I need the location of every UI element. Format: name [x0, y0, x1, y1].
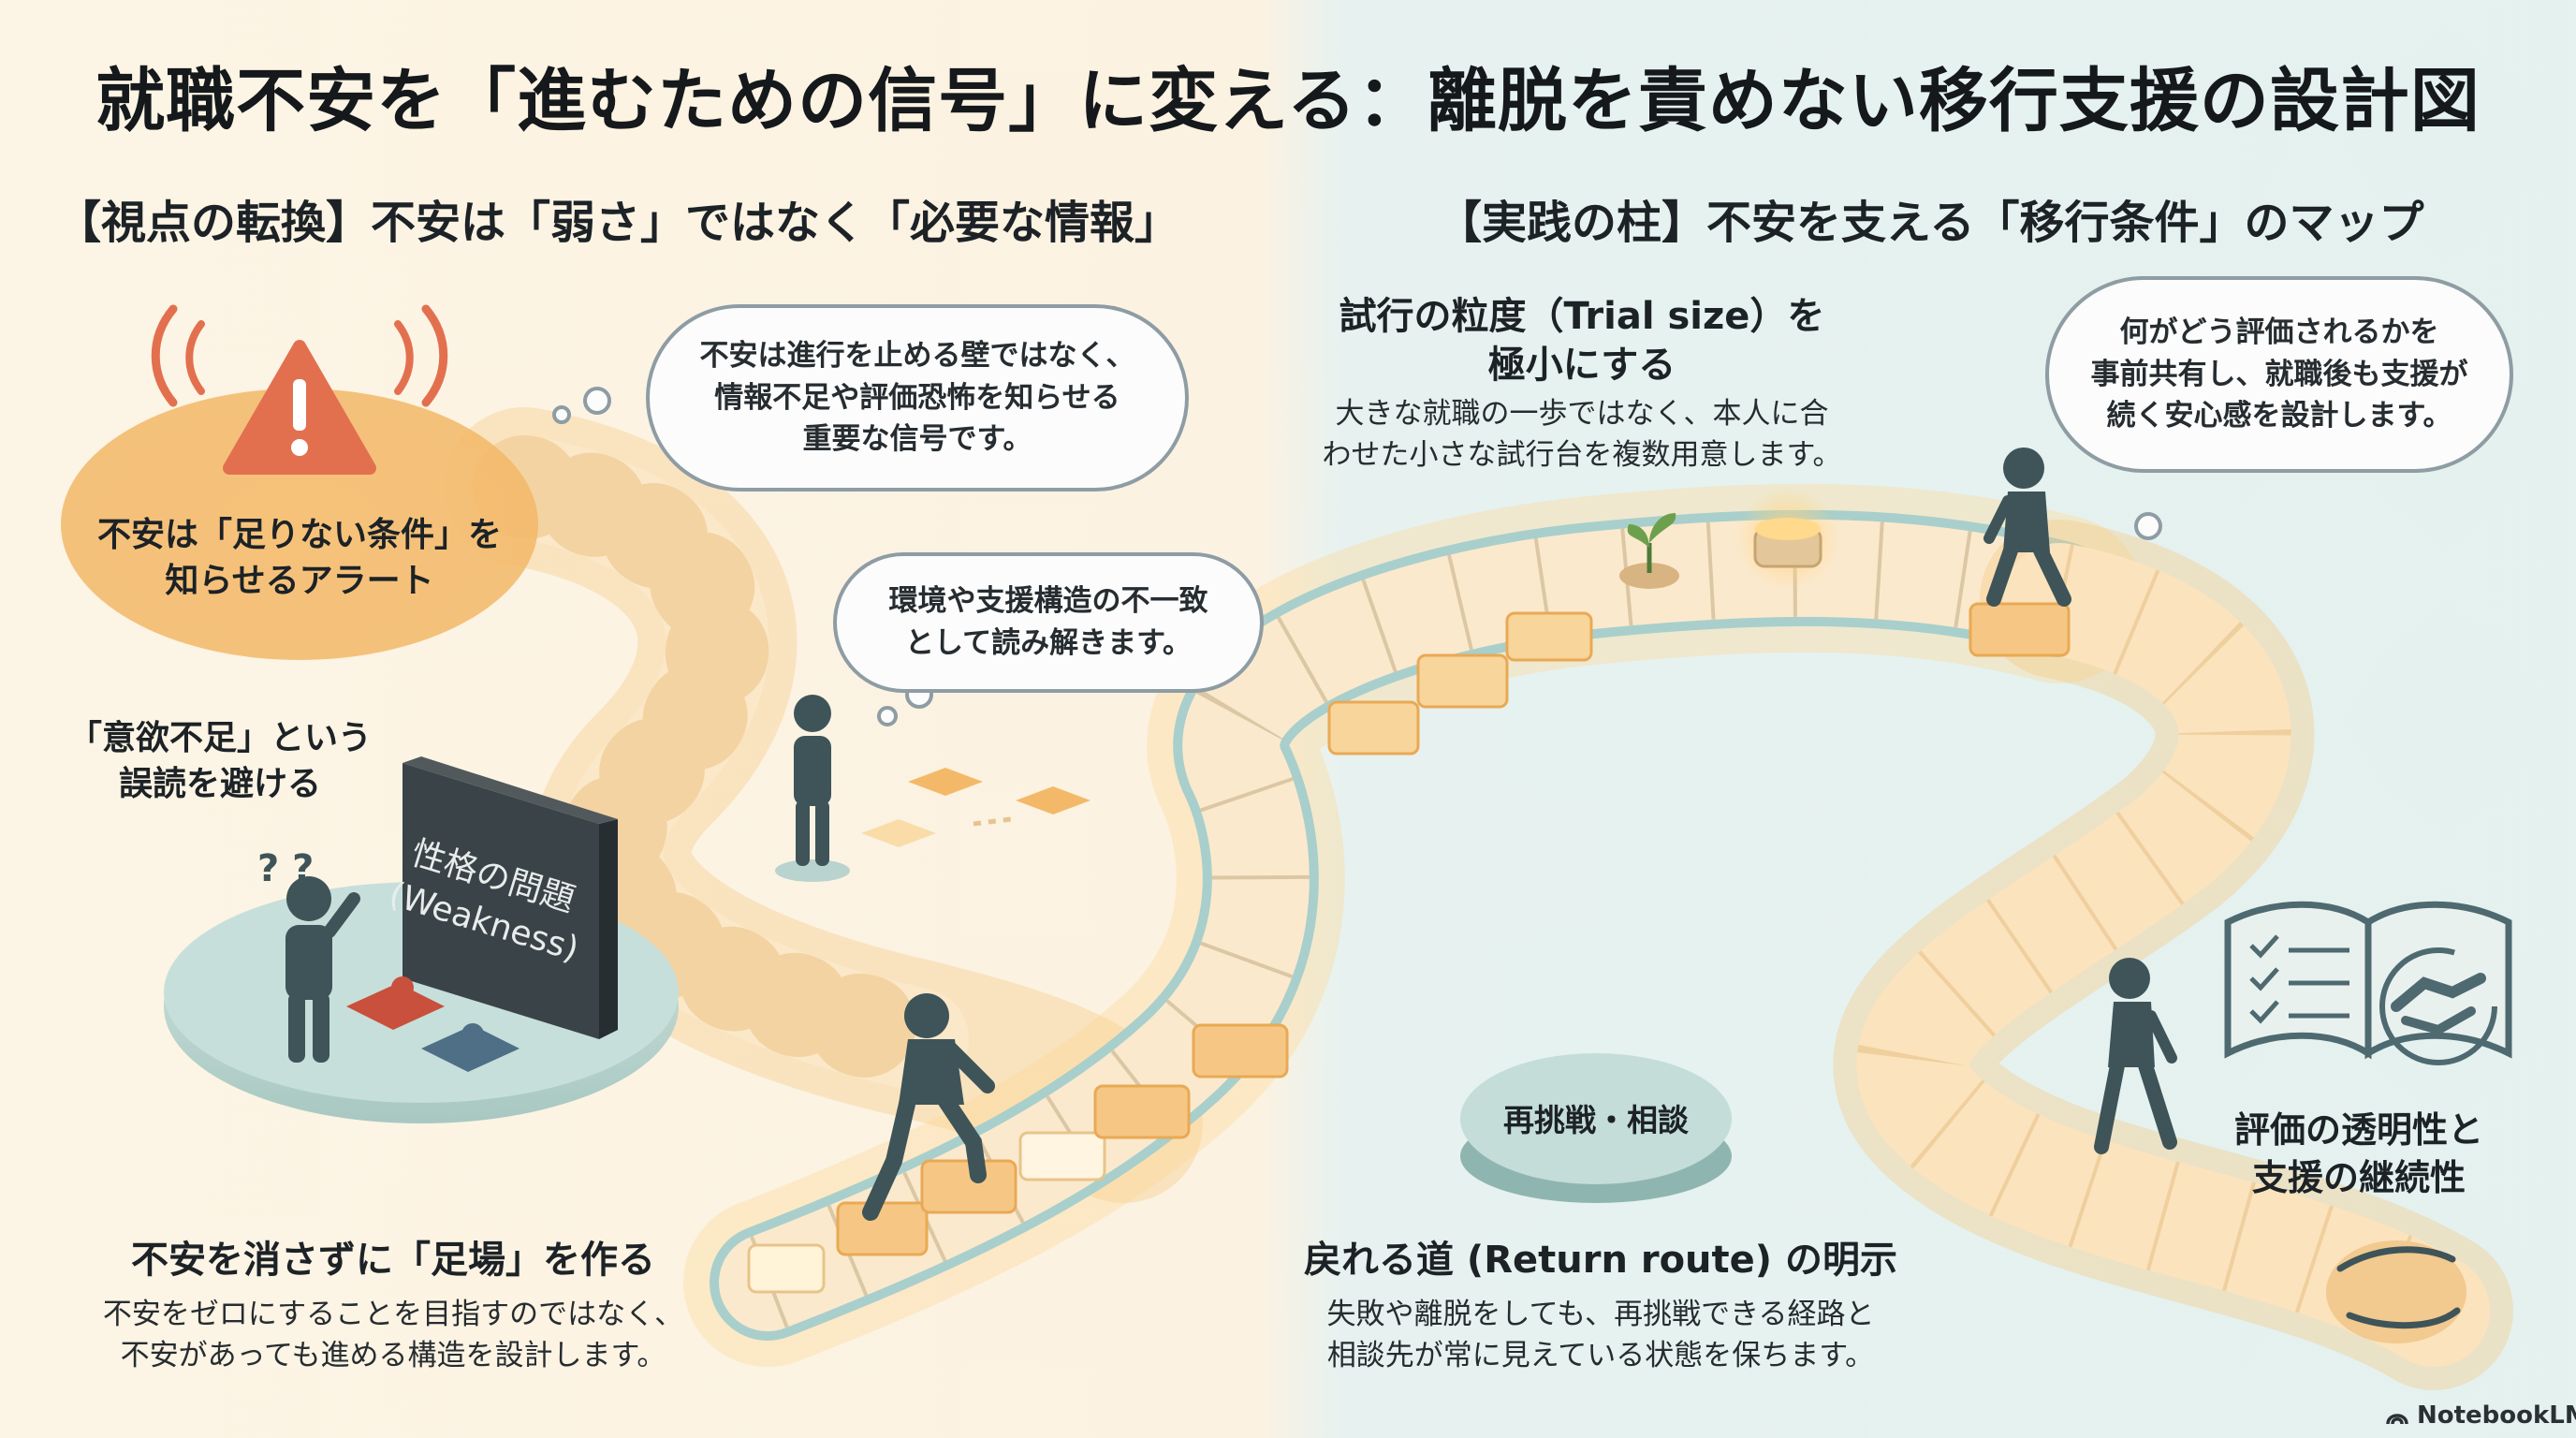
- brand-mark: NotebookLM: [2385, 1401, 2576, 1430]
- notebooklm-logo-icon: [2386, 1414, 2408, 1425]
- book-checklist-icon: [2224, 901, 2512, 1060]
- question-marks: ? ?: [257, 847, 315, 890]
- figure-standing: [775, 695, 850, 882]
- thought-bubble-signal: 不安は進行を止める壁ではなく、 情報不足や評価恐怖を知らせる 重要な信号です。: [646, 304, 1189, 492]
- support-hands-icon: [2326, 1240, 2466, 1343]
- return-body: 失敗や離脱をしても、再挑戦できる経路と 相談先が常に見えている状態を保ちます。: [1326, 1298, 1875, 1373]
- transparency-label: 評価の透明性と 支援の継続性: [2233, 1109, 2483, 1199]
- figure-climbing: [862, 993, 995, 1221]
- puzzle-pieces: [346, 976, 520, 1072]
- left-section-title: 【視点の転換】不安は「弱さ」ではなく「必要な情報」: [56, 197, 1180, 249]
- return-heading: 戻れる道 (Return route) の明示: [1303, 1239, 1897, 1282]
- handshake-icon: [2379, 947, 2497, 1065]
- thought-bubble-evaluation: 何がどう評価されるかを 事前共有し、就職後も支援が 続く安心感を設計します。: [2045, 276, 2513, 473]
- scaffold-heading: 不安を消さずに「足場」を作る: [131, 1239, 655, 1282]
- brand-name: NotebookLM: [2417, 1401, 2576, 1430]
- glowing-pedestal: [1736, 487, 1839, 590]
- figure-walking-top: [1983, 448, 2071, 607]
- alert-label: 不安は「足りない条件」を 知らせるアラート: [96, 516, 502, 600]
- retry-platform: [1460, 1053, 1732, 1203]
- trial-heading: 試行の粒度（Trial size）を 極小にする: [1339, 295, 1825, 387]
- thought-bubble-mismatch: 環境や支援構造の不一致 として読み解きます。: [833, 552, 1264, 693]
- right-section-title: 【実践の柱】不安を支える「移行条件」のマップ: [1437, 197, 2424, 249]
- figure-walking-bottom: [2094, 958, 2177, 1154]
- retry-platform-label: 再挑戦・相談: [1503, 1102, 1689, 1138]
- trial-body: 大きな就職の一歩ではなく、本人に合 わせた小さな試行台を複数用意します。: [1322, 397, 1842, 473]
- scaffold-body: 不安をゼロにすることを目指すのではなく、 不安があっても進める構造を設計します。: [102, 1298, 684, 1373]
- trial-steps: [747, 602, 2071, 1294]
- sprout-icon: [1619, 513, 1679, 589]
- path-right-curve: [1856, 543, 2490, 1367]
- page-title: 就職不安を「進むための信号」に変える：離脱を責めない移行支援の設計図: [95, 61, 2481, 141]
- weakness-board: [402, 756, 618, 1039]
- misread-label: 「意欲不足」という 誤読を避ける: [67, 719, 372, 803]
- figure-confused: [285, 876, 360, 1063]
- floor-tiles: [861, 768, 1090, 847]
- warning-icon: [151, 304, 448, 475]
